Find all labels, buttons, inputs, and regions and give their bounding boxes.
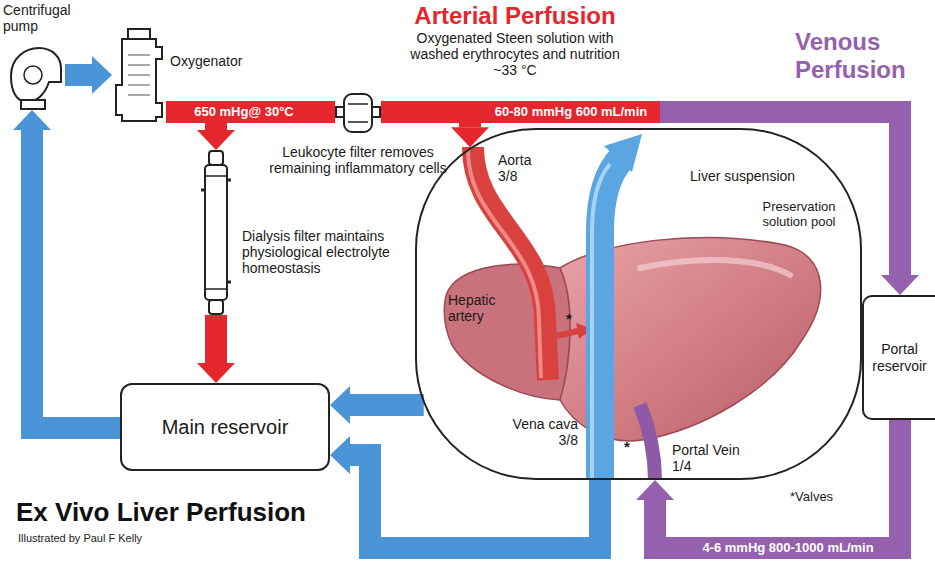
- oxygenator-cap: [128, 29, 150, 39]
- diagram-title: Ex Vivo Liver Perfusion: [16, 498, 306, 528]
- vena-cava-head: [604, 134, 642, 172]
- oxygenator-node: Oxygenator: [112, 25, 166, 125]
- node-label: Dialysis filter maintains physiological …: [242, 228, 410, 276]
- flow-line: [381, 112, 919, 295]
- arrow-head: [330, 436, 350, 474]
- leukocyte-filter-line: [348, 104, 368, 122]
- node-label: Oxygenator: [170, 53, 270, 69]
- liver-highlight: [640, 260, 790, 275]
- filter-node: Dialysis filter maintains physiological …: [200, 150, 232, 315]
- equipment-icon: [335, 88, 381, 138]
- vessel-label: Vena cava 3/8: [500, 416, 578, 448]
- flow-band: [65, 64, 92, 86]
- box-label: Main reservoir: [162, 416, 289, 439]
- flow-line: [197, 315, 235, 383]
- flow-rate-label: 60-80 mmHg 600 mL/min: [490, 103, 652, 121]
- flow-rate-label: 4-6 mmHg 800-1000 mL/min: [688, 539, 888, 557]
- section-heading: Venous Perfusion: [795, 28, 920, 83]
- vessel-label: Hepatic artery: [448, 292, 510, 324]
- leukocyte-filter-body: [344, 94, 372, 132]
- reservoir-box: Portal reservoir: [862, 295, 935, 420]
- pump-body: [11, 48, 61, 102]
- flow-band: [166, 101, 335, 123]
- arrow-head: [636, 480, 674, 500]
- arrow-head: [197, 130, 235, 150]
- filter-node: Leukocyte filter removes remaining infla…: [335, 88, 381, 138]
- flow-band: [32, 130, 120, 428]
- solution-note: Oxygenated Steen solution with washed er…: [402, 30, 628, 78]
- flow-band: [350, 455, 600, 548]
- flow-line: [65, 56, 112, 94]
- flow-line: [13, 110, 120, 428]
- portal-vein-tube: [640, 405, 655, 480]
- reservoir-box: Main reservoir: [120, 383, 330, 471]
- pump-outlet: [21, 100, 45, 109]
- diagram-caption: Illustrated by Paul F Kelly: [18, 532, 142, 545]
- leukocyte-filter-port: [336, 107, 344, 117]
- valve-mark: *: [566, 310, 578, 327]
- arrow-head: [330, 386, 350, 424]
- dialysis-cap: [209, 151, 223, 165]
- section-heading: Arterial Perfusion: [390, 2, 640, 30]
- dialysis-body: [205, 165, 227, 300]
- region-outline-shape: [416, 129, 861, 479]
- oxygenator-body: [116, 39, 162, 121]
- arrow-head: [451, 127, 489, 147]
- box-label: Portal reservoir: [867, 341, 932, 373]
- arrow-head: [13, 110, 51, 130]
- equipment-icon: [200, 150, 232, 315]
- hepatic-artery: [556, 331, 578, 336]
- flow-line: [330, 436, 600, 548]
- pump-impeller: [24, 66, 42, 84]
- vessel-label: Aorta 3/8: [498, 152, 544, 184]
- flow-band: [655, 420, 900, 548]
- node-label: Centrifugal pump: [3, 2, 95, 34]
- vena-cava-tube: [600, 158, 622, 480]
- legend-note: *Valves: [790, 490, 870, 505]
- aorta-tube: [473, 147, 548, 380]
- valve-mark: *: [624, 438, 636, 455]
- flow-line: [330, 386, 424, 424]
- aorta-highlight: [468, 150, 541, 378]
- flow-rate-label: 650 mHg@ 30°C: [188, 103, 300, 121]
- node-label: Leukocyte filter removes remaining infla…: [253, 144, 463, 176]
- node-label: Preservation solution pool: [757, 200, 841, 230]
- leukocyte-filter-port: [372, 107, 380, 117]
- dialysis-cap: [209, 300, 223, 314]
- arrow-head: [881, 275, 919, 295]
- vessel-label: Portal Vein 1/4: [672, 442, 752, 474]
- flow-band: [205, 315, 227, 363]
- arrow-head: [92, 56, 112, 94]
- dialysis-rings: [205, 176, 227, 289]
- oxygenator-fibres: [128, 55, 150, 95]
- flow-band: [350, 394, 424, 416]
- node-label: Liver suspension: [690, 168, 820, 184]
- flow-line: [636, 420, 900, 548]
- equipment-icon: [112, 25, 166, 125]
- pump-node: Centrifugal pump: [3, 42, 65, 110]
- vena-cava-highlight: [592, 164, 610, 478]
- dialysis-ports: [201, 180, 231, 282]
- arrow-head: [197, 363, 235, 383]
- equipment-icon: [3, 42, 65, 110]
- flow-band: [381, 101, 660, 123]
